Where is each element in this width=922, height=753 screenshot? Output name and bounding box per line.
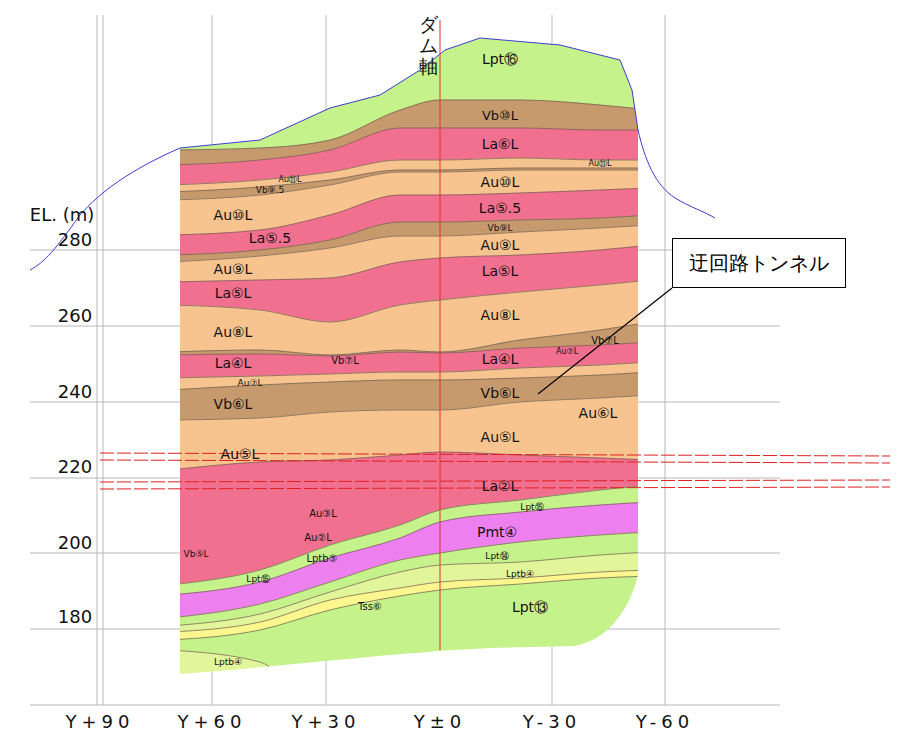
stratum-band xyxy=(170,650,650,753)
stratum-label: La⑤.5 xyxy=(249,231,291,246)
station-tick: Y±0 xyxy=(414,712,467,732)
stratum-boundary xyxy=(170,502,650,595)
stratum-boundary xyxy=(170,188,650,235)
stratum-boundary xyxy=(170,168,650,192)
station-tick: Y-60 xyxy=(636,712,694,732)
stratum-boundary xyxy=(170,170,650,200)
stratum-label: La④L xyxy=(215,356,252,371)
stratum-label: Vb⑩L xyxy=(482,109,518,123)
stratum-boundary xyxy=(170,532,650,618)
stratum-label: La⑤L xyxy=(215,286,252,301)
leader-line xyxy=(538,288,672,394)
strata-boundaries xyxy=(170,100,650,720)
station-tick: Y-30 xyxy=(523,712,581,732)
stratum-label: Au⑩L xyxy=(214,208,253,223)
stratum-band xyxy=(170,280,650,355)
stratum-label: Vb⑨L xyxy=(488,224,513,234)
stratum-label: Lptb④ xyxy=(214,658,242,668)
stratum-label: La⑤L xyxy=(482,264,519,279)
stratum-label: Lpt⑯ xyxy=(482,52,518,67)
stratum-label: Au⑧L xyxy=(214,325,253,340)
station-tick: Y+90 xyxy=(66,712,135,732)
elevation-tick: 280 xyxy=(58,230,92,250)
elevation-tick: 180 xyxy=(58,607,92,627)
stratum-label: Au⑩L xyxy=(481,175,520,190)
stratum-label: Vb⑦L xyxy=(331,355,359,366)
stratum-label: Au⑤L xyxy=(221,447,260,462)
stratum-label: Au⑨L xyxy=(481,238,520,253)
stratum-label: La⑥L xyxy=(482,137,519,152)
dam-axis-line xyxy=(440,20,441,650)
callout-text: 迂回路トンネル xyxy=(689,251,829,275)
stratum-label: Vb⑨.5 xyxy=(256,186,285,196)
stratum-label: Au②L xyxy=(304,532,332,543)
axis-title: EL. (m) xyxy=(30,205,94,225)
topography-line xyxy=(30,148,180,270)
stratum-label: Au⑥L xyxy=(579,406,618,421)
station-tick: Y+30 xyxy=(292,712,361,732)
stratum-boundary xyxy=(170,552,650,626)
station-tick: Y+60 xyxy=(178,712,247,732)
stratum-label: Vb⑥L xyxy=(481,386,520,401)
axis-name: ダム軸 xyxy=(419,14,438,77)
stratum-label: Au⑪L xyxy=(279,176,302,185)
stratum-label: Au⑤L xyxy=(481,430,520,445)
stratum-label: Vb⑦L xyxy=(591,335,619,346)
stratum-label: Lpt⑮ xyxy=(246,575,269,585)
strata-bands xyxy=(170,0,650,753)
callout-box: 迂回路トンネル xyxy=(672,238,846,288)
stratum-boundary xyxy=(170,225,650,262)
ground-surface xyxy=(180,38,638,148)
elevation-tick: 240 xyxy=(58,382,92,402)
stratum-boundary xyxy=(170,372,650,390)
stratum-boundary xyxy=(170,576,650,640)
elevation-tick: 260 xyxy=(58,306,92,326)
stratum-boundary xyxy=(170,650,650,720)
stratum-label: La②L xyxy=(482,479,519,494)
elevation-tick: 200 xyxy=(58,533,92,553)
stratum-label: Au③L xyxy=(309,508,337,519)
stratum-label: Lptb⑤ xyxy=(306,553,337,564)
stratum-label: La④L xyxy=(482,352,519,367)
stratum-label: Au⑦L xyxy=(556,348,578,357)
stratum-label: La⑤.5 xyxy=(479,201,521,216)
stratum-label: Lptb④ xyxy=(506,570,534,580)
stratum-band xyxy=(170,576,650,720)
stratum-label: Tss⑥ xyxy=(358,601,382,612)
stratum-boundary xyxy=(170,158,650,185)
stratum-label: Au⑨L xyxy=(214,262,253,277)
stratum-label: Vb⑥L xyxy=(214,397,253,412)
stratum-boundary xyxy=(170,280,650,322)
stratum-band xyxy=(170,322,650,356)
stratum-boundary xyxy=(170,395,650,420)
stratum-label: Au⑦L xyxy=(238,379,263,389)
stratum-boundary xyxy=(170,342,650,356)
stratum-label: Pmt④ xyxy=(477,525,517,540)
stratum-label: Au⑧L xyxy=(481,308,520,323)
stratum-boundary xyxy=(170,245,650,282)
topography-line xyxy=(638,130,715,218)
stratum-boundary xyxy=(170,100,650,150)
elevation-tick: 220 xyxy=(58,457,92,477)
stratum-label: Au⑪L xyxy=(589,160,612,169)
stratum-label: Lpt⑬ xyxy=(512,600,548,615)
stratum-label: Lpt⑭ xyxy=(485,552,508,562)
stratum-label: Lpt⑮ xyxy=(520,503,543,513)
stratum-label: Vb⑤L xyxy=(184,550,209,560)
